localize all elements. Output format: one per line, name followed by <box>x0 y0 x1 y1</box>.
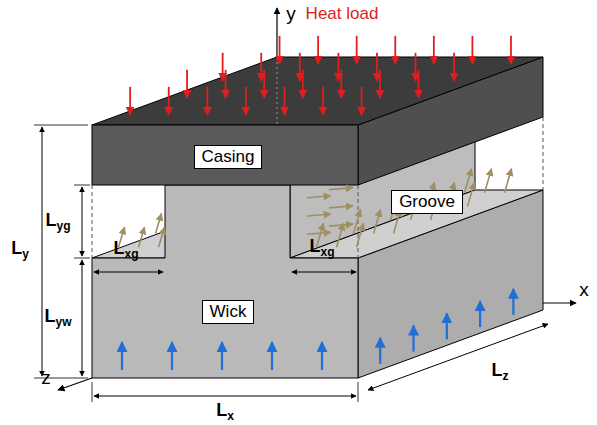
dimension-line <box>82 260 83 376</box>
dimension-label: Lxg <box>113 239 138 261</box>
vapor-arrow <box>307 232 331 234</box>
extension-line <box>34 125 88 126</box>
heat-arrow <box>471 36 473 64</box>
dimension-label: Lx <box>216 401 234 423</box>
x-axis <box>543 302 576 303</box>
liquid-arrow <box>512 289 514 315</box>
heat-arrow <box>245 87 247 115</box>
hidden-edge <box>543 117 544 190</box>
extension-line <box>92 382 93 402</box>
hidden-edge <box>277 57 278 125</box>
vapor-arrow <box>465 169 472 193</box>
heat-arrow <box>302 70 304 98</box>
heat-arrow <box>206 87 208 115</box>
dimension-label: Ly <box>11 239 29 261</box>
y-axis <box>276 8 277 57</box>
dimension-label: Lxg <box>309 237 334 259</box>
vapor-arrow <box>337 223 344 247</box>
load-label: Heat load <box>306 5 379 24</box>
part-name: Wick <box>210 302 247 322</box>
liquid-arrow <box>379 338 381 364</box>
liquid-arrow <box>121 342 123 370</box>
vapor-arrow <box>329 206 353 208</box>
vapor-arrow <box>139 227 145 247</box>
vapor-arrow <box>159 227 165 247</box>
extension-line <box>74 185 90 186</box>
vapor-arrow <box>505 169 512 193</box>
vapor-arrow <box>357 223 364 247</box>
axis-label: x <box>579 280 589 301</box>
vapor-arrow <box>329 224 353 226</box>
vapor-arrow <box>354 210 361 234</box>
dimension-line <box>42 127 43 376</box>
heat-arrow <box>433 36 435 64</box>
extension-line <box>358 382 359 402</box>
vapor-arrow <box>307 214 331 216</box>
vapor-arrow <box>307 196 331 198</box>
dimension-line <box>94 272 163 273</box>
heat-arrow <box>129 87 131 115</box>
dimension-line <box>368 324 548 390</box>
liquid-arrow <box>321 342 323 370</box>
vapor-arrow <box>374 210 381 234</box>
groove-label: Groove <box>391 190 463 214</box>
heat-arrow <box>260 53 262 81</box>
part-name: Groove <box>399 192 455 212</box>
heat-arrow <box>299 53 301 81</box>
liquid-arrow <box>171 342 173 370</box>
heat-arrow <box>510 36 512 64</box>
liquid-arrow <box>271 342 273 370</box>
part-name: Casing <box>202 147 255 167</box>
heat-arrow <box>284 87 286 115</box>
liquid-arrow <box>221 342 223 370</box>
heat-arrow <box>418 70 420 98</box>
heat-arrow <box>394 36 396 64</box>
casing-top <box>92 57 543 125</box>
heat-arrow <box>168 87 170 115</box>
heat-arrow <box>356 36 358 64</box>
heat-arrow <box>317 36 319 64</box>
casing-front <box>92 125 358 185</box>
liquid-arrow <box>412 326 414 352</box>
liquid-arrow <box>446 313 448 339</box>
liquid-arrow <box>479 301 481 327</box>
heat-arrow <box>415 53 417 81</box>
dimension-label: Lyw <box>44 307 71 329</box>
z-axis <box>58 378 92 390</box>
dimension-line <box>292 272 356 273</box>
heat-arrow <box>337 53 339 81</box>
vapor-arrow <box>468 182 475 206</box>
flow-arrows <box>119 36 514 370</box>
heat-arrow <box>322 87 324 115</box>
dimension-line <box>94 396 356 397</box>
heat-arrow <box>279 36 281 64</box>
dimension-line <box>82 187 83 256</box>
heat-arrow <box>186 70 188 98</box>
axis-label: y <box>286 4 296 25</box>
casing-label: Casing <box>194 145 263 169</box>
heat-arrow <box>222 53 224 81</box>
vapor-arrow <box>485 169 492 193</box>
extension-line <box>74 258 90 259</box>
hidden-edge <box>92 185 93 258</box>
heat-arrow <box>340 70 342 98</box>
dimension-label: Lz <box>492 361 509 383</box>
vapor-arrow <box>329 188 353 190</box>
heat-arrow <box>453 53 455 81</box>
wick-label: Wick <box>202 300 255 324</box>
heat-arrow <box>263 70 265 98</box>
dimension-label: Lyg <box>45 211 70 233</box>
heat-arrow <box>361 87 363 115</box>
wick-front <box>92 185 358 378</box>
axis-label: z <box>41 368 51 389</box>
heat-arrow <box>376 53 378 81</box>
vapor-arrow <box>156 214 162 234</box>
heat-arrow <box>225 70 227 98</box>
heat-arrow <box>379 70 381 98</box>
